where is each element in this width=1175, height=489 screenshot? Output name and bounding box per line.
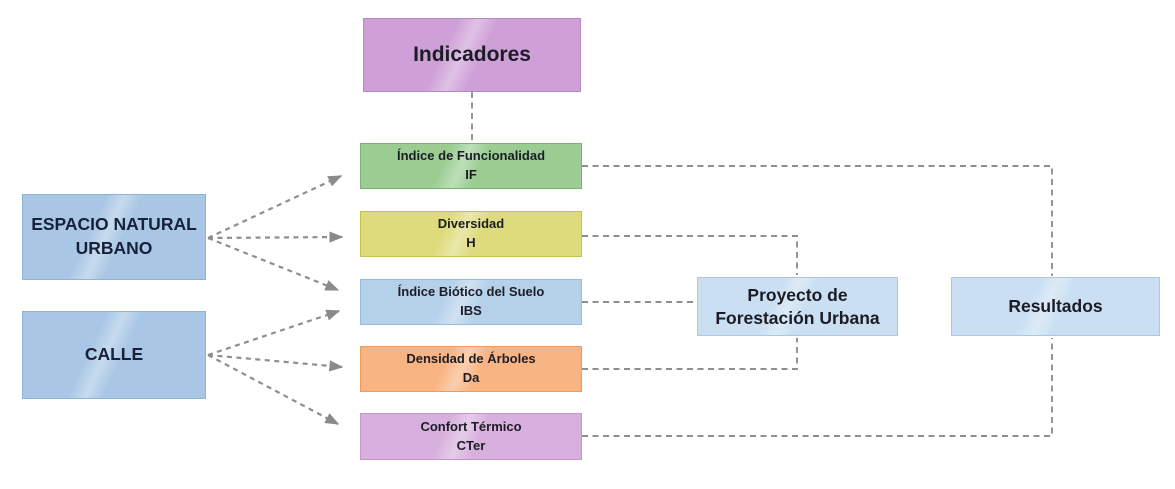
- node-indicator-ibs: Índice Biótico del Suelo IBS: [360, 279, 582, 325]
- node-espacio-label: ESPACIO NATURAL URBANO: [31, 214, 197, 258]
- connector-da-to-proyecto: [582, 338, 798, 370]
- node-espacio-natural-urbano: ESPACIO NATURAL URBANO: [22, 194, 206, 280]
- indicator-if-abbr: IF: [465, 167, 477, 182]
- indicator-ibs-abbr: IBS: [460, 303, 482, 318]
- indicator-cter-abbr: CTer: [456, 437, 486, 453]
- node-calle: CALLE: [22, 311, 206, 399]
- arrow-espacio-to-ibs: [207, 236, 340, 292]
- node-calle-label: CALLE: [84, 344, 144, 365]
- indicator-cter-name: Confort Térmico: [420, 418, 522, 434]
- arrow-calle-to-da: [207, 353, 344, 372]
- node-indicator-if: Índice de Funcionalidad IF: [360, 143, 582, 189]
- connector-cter-to-resultados: [582, 338, 1053, 437]
- indicator-ibs-name: Índice Biótico del Suelo: [397, 284, 545, 300]
- node-indicadores-label: Indicadores: [413, 43, 531, 66]
- node-resultados: Resultados: [951, 277, 1160, 336]
- node-proyecto-forestacion: Proyecto de Forestación Urbana: [697, 277, 898, 336]
- indicator-da-name: Densidad de Árboles: [406, 351, 536, 367]
- node-indicadores: Indicadores: [363, 18, 581, 92]
- arrow-calle-to-ibs: [207, 309, 341, 357]
- arrow-calle-to-cter: [207, 354, 340, 425]
- node-resultados-label: Resultados: [1008, 296, 1103, 317]
- indicator-da-abbr: Da: [462, 370, 480, 385]
- node-proyecto-label: Proyecto de Forestación Urbana: [715, 284, 880, 328]
- node-indicator-da: Densidad de Árboles Da: [360, 346, 582, 392]
- indicator-h-abbr: H: [466, 235, 476, 250]
- node-indicator-h: Diversidad H: [360, 211, 582, 257]
- arrow-espacio-to-if: [207, 175, 343, 239]
- connector-h-to-proyecto: [582, 235, 798, 275]
- indicator-h-name: Diversidad: [437, 216, 505, 232]
- arrow-espacio-to-h: [207, 231, 344, 243]
- node-indicator-cter: Confort Térmico CTer: [360, 413, 582, 460]
- indicator-if-name: Índice de Funcionalidad: [396, 148, 546, 164]
- connector-if-to-resultados: [582, 165, 1053, 276]
